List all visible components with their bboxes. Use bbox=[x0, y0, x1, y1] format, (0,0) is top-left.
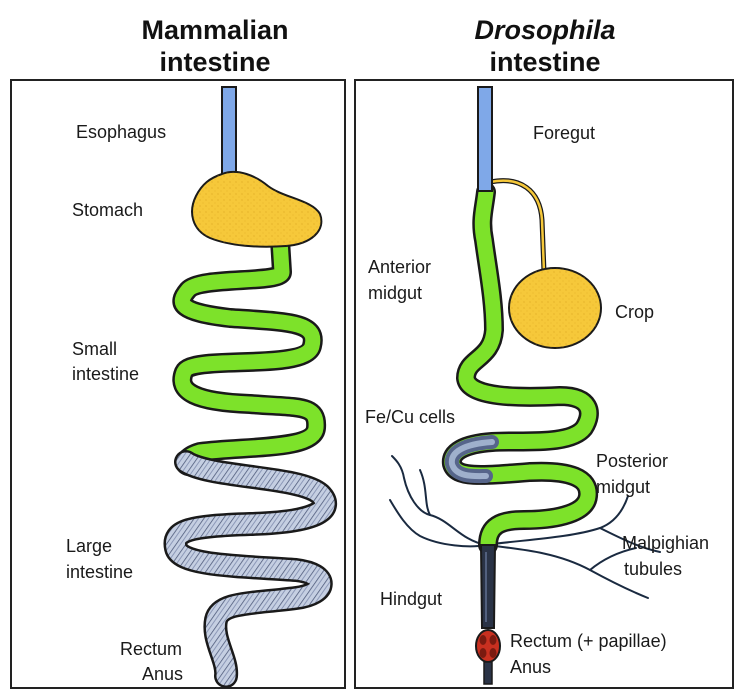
hindgut-tube bbox=[481, 545, 495, 628]
label-small-intestine-2: intestine bbox=[72, 362, 139, 386]
label-anterior-midgut-2: midgut bbox=[368, 281, 422, 305]
crop-texture bbox=[509, 268, 601, 348]
label-posterior-midgut-2: midgut bbox=[596, 475, 650, 499]
label-esophagus: Esophagus bbox=[76, 120, 166, 144]
label-large-intestine-1: Large bbox=[66, 534, 112, 558]
label-malpighian-1: Malpighian bbox=[622, 531, 709, 555]
label-foregut: Foregut bbox=[533, 121, 595, 145]
esophagus-tube bbox=[222, 87, 236, 175]
label-crop: Crop bbox=[615, 300, 654, 324]
label-fecu-cells: Fe/Cu cells bbox=[365, 405, 455, 429]
label-rectum-papillae: Rectum (+ papillae) bbox=[510, 629, 667, 653]
label-malpighian-2: tubules bbox=[624, 557, 682, 581]
label-small-intestine-1: Small bbox=[72, 337, 117, 361]
label-drosophila-anus: Anus bbox=[510, 655, 551, 679]
label-hindgut: Hindgut bbox=[380, 587, 442, 611]
rectum-shape bbox=[476, 630, 500, 662]
crop-duct bbox=[490, 181, 544, 272]
drosophila-midgut-fill bbox=[452, 192, 589, 545]
large-intestine-fill bbox=[175, 462, 325, 676]
foregut-tube bbox=[478, 87, 492, 191]
label-anterior-midgut-1: Anterior bbox=[368, 255, 431, 279]
label-anus: Anus bbox=[142, 662, 183, 686]
label-large-intestine-2: intestine bbox=[66, 560, 133, 584]
label-posterior-midgut-1: Posterior bbox=[596, 449, 668, 473]
anus-tube bbox=[484, 662, 492, 684]
label-rectum: Rectum bbox=[120, 637, 182, 661]
stomach-texture bbox=[192, 172, 321, 247]
label-stomach: Stomach bbox=[72, 198, 143, 222]
